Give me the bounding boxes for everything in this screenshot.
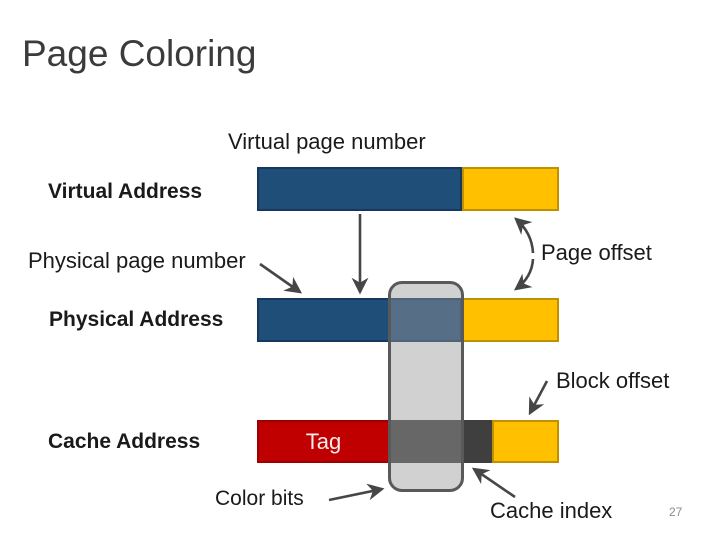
virtual-page-number-segment [257, 167, 462, 211]
cache-index-arrow [471, 467, 516, 499]
cache-index-segment [390, 420, 492, 463]
slide-page-number: 27 [669, 505, 683, 519]
tag-segment-label: Tag [305, 428, 342, 454]
label-color-bits: Color bits [215, 487, 304, 510]
label-virtual-page-number: Virtual page number [228, 129, 426, 154]
color-bits-overlay [388, 281, 464, 492]
label-cache-address: Cache Address [48, 430, 201, 453]
block-offset-segment [492, 420, 559, 463]
label-block-offset: Block offset [556, 368, 670, 393]
tag-segment: Tag [257, 420, 390, 463]
physical-page-offset-segment [462, 298, 559, 342]
color-bits-arrow [328, 483, 385, 502]
block-offset-arrow [528, 380, 549, 416]
physical-page-number-arrow [259, 262, 303, 294]
page-title: Page Coloring [22, 33, 257, 74]
label-page-offset: Page offset [541, 240, 652, 265]
page-offset-arrow-up [514, 217, 535, 254]
physical-page-number-segment [257, 298, 462, 342]
virtual-page-offset-segment [462, 167, 559, 211]
label-physical-address: Physical Address [49, 308, 224, 331]
label-physical-page-number: Physical page number [28, 248, 246, 273]
label-virtual-address: Virtual Address [48, 180, 203, 203]
page-offset-arrow-down [513, 258, 535, 291]
label-cache-index: Cache index [490, 498, 613, 523]
